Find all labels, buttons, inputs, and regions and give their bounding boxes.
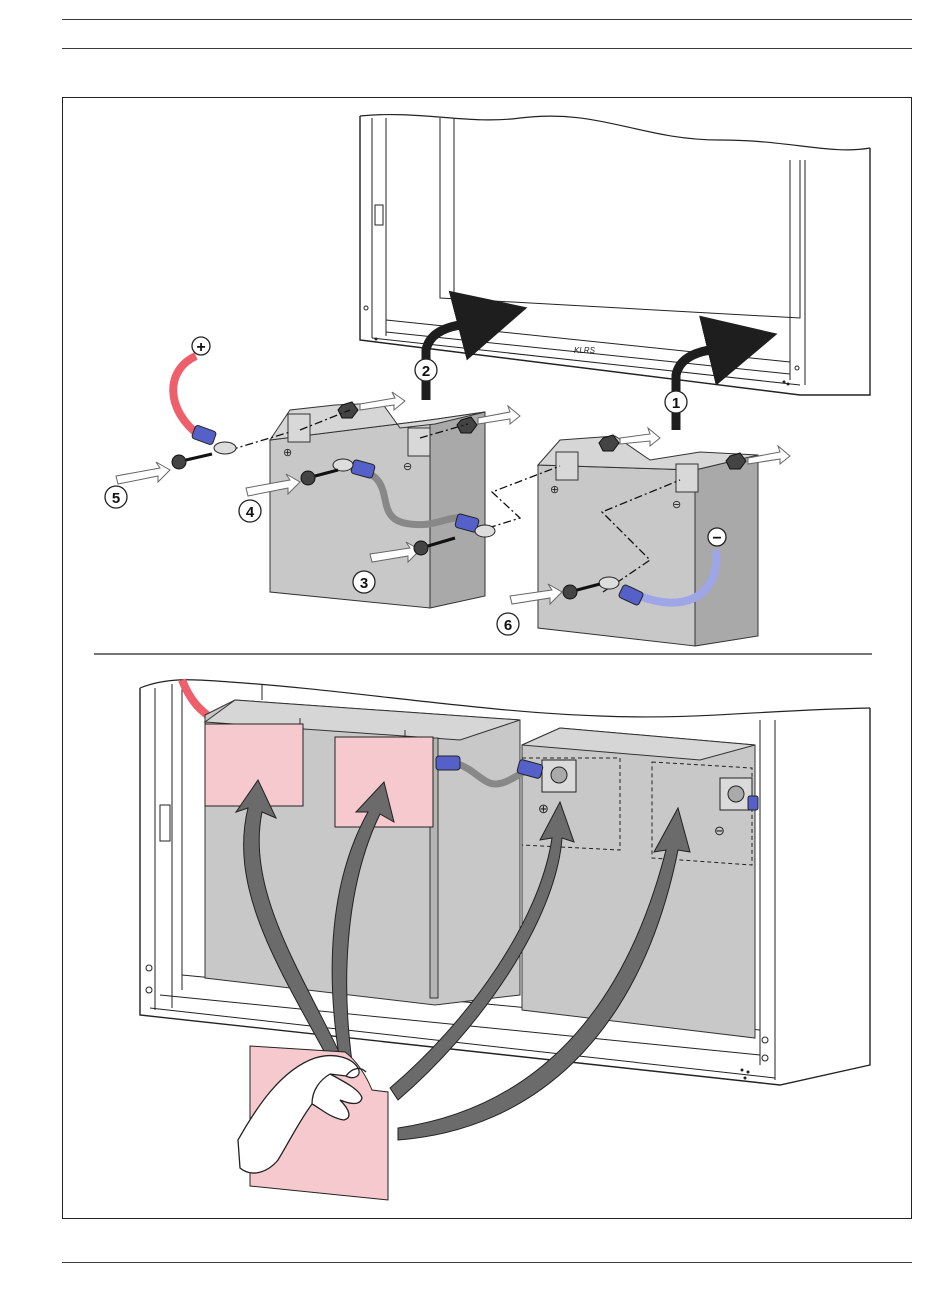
footer-rule — [62, 1262, 912, 1263]
positive-symbol: + — [196, 339, 205, 356]
svg-text:⊕: ⊕ — [283, 447, 292, 459]
step-2-label: 2 — [422, 363, 430, 380]
ups-cabinet-open — [360, 115, 870, 395]
step-5-label: 5 — [112, 490, 120, 507]
cable-sleeve — [436, 756, 460, 770]
svg-text:⊖: ⊖ — [672, 499, 681, 511]
step-3-label: 3 — [360, 575, 368, 592]
step-6-label: 6 — [504, 617, 512, 634]
cable-lug-icon — [214, 442, 236, 454]
installed-battery-right: ⊕ ⊖ — [522, 728, 755, 1038]
svg-text:⊖: ⊖ — [403, 461, 412, 473]
positive-cable — [173, 356, 200, 436]
cable-sleeve — [191, 425, 216, 446]
step-4-label: 4 — [246, 504, 255, 521]
step-1-label: 1 — [672, 395, 680, 412]
cable-sleeve — [748, 796, 758, 810]
svg-text:⊕: ⊕ — [550, 484, 559, 496]
battery-left: ⊕ ⊖ — [270, 403, 485, 608]
cable-lug-icon — [599, 577, 619, 589]
svg-text:⊖: ⊖ — [714, 823, 725, 838]
negative-symbol: − — [712, 530, 721, 547]
panel-label: KLRS — [574, 346, 596, 355]
svg-text:⊕: ⊕ — [538, 801, 549, 816]
cable-lug-icon — [475, 525, 495, 537]
